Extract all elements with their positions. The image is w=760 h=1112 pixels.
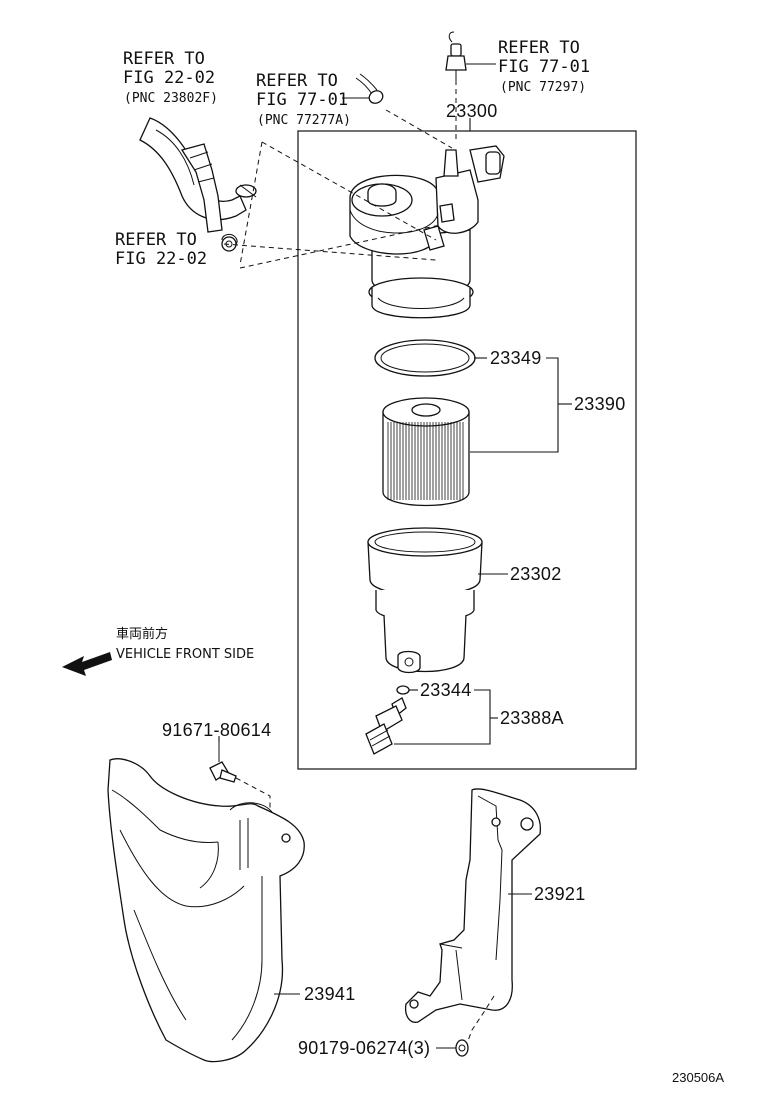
- o-ring-drawing: [374, 339, 476, 377]
- drain-plug-drawing: [365, 697, 407, 755]
- routing-dashed-lines: [223, 80, 457, 269]
- reference-line1: REFER TO: [115, 230, 197, 250]
- vehicle-front-direction: 車両前方 VEHICLE FRONT SIDE: [62, 626, 254, 676]
- part-label-23349: 23349: [490, 348, 542, 368]
- reference-line1: REFER TO: [256, 71, 338, 91]
- bracket-drawing: [404, 788, 542, 1047]
- reference-fig-77-01-pnc-77297: REFER TO FIG 77-01 (PNC 77297): [498, 38, 590, 95]
- direction-japanese: 車両前方: [116, 626, 168, 642]
- reference-pnc: (PNC 77277A): [257, 113, 351, 128]
- leader-lines: [218, 118, 572, 1049]
- front-arrow-icon: [62, 652, 112, 676]
- filter-element-drawing: [382, 397, 470, 507]
- reference-line1: REFER TO: [123, 49, 205, 69]
- connector-77297-drawing: [445, 31, 496, 80]
- protector-drawing: [107, 758, 305, 1063]
- bolt-drawing: [209, 742, 287, 837]
- filter-case-drawing: [367, 527, 483, 674]
- reference-line2: FIG 22-02: [115, 249, 207, 269]
- direction-english: VEHICLE FRONT SIDE: [116, 647, 254, 662]
- reference-line2: FIG 77-01: [498, 57, 590, 77]
- reference-fig-22-02: REFER TO FIG 22-02: [115, 230, 207, 269]
- part-label-91671-80614: 91671-80614: [162, 720, 271, 740]
- small-o-ring-drawing: [396, 685, 410, 695]
- reference-line2: FIG 22-02: [123, 68, 215, 88]
- filter-head-drawing: [349, 145, 505, 319]
- reference-fig-22-02-pnc-23802f: REFER TO FIG 22-02 (PNC 23802F): [123, 49, 218, 106]
- reference-line1: REFER TO: [498, 38, 580, 58]
- part-label-90179-06274: 90179-06274(3): [298, 1038, 430, 1058]
- part-label-23302: 23302: [510, 564, 562, 584]
- figure-id: 230506A: [672, 1070, 724, 1085]
- part-label-23941: 23941: [304, 984, 356, 1004]
- part-label-23390: 23390: [574, 394, 626, 414]
- reference-pnc: (PNC 77297): [500, 80, 586, 95]
- part-label-23300: 23300: [446, 101, 498, 121]
- reference-line2: FIG 77-01: [256, 90, 348, 110]
- reference-pnc: (PNC 23802F): [124, 91, 218, 106]
- part-label-23921: 23921: [534, 884, 586, 904]
- filter-assembly-frame: [297, 130, 637, 770]
- part-label-23388a: 23388A: [500, 708, 564, 728]
- bracket-bolt-drawing: [455, 1039, 469, 1057]
- part-label-23344: 23344: [420, 680, 472, 700]
- reference-fig-77-01-pnc-77277a: REFER TO FIG 77-01 (PNC 77277A): [256, 71, 351, 128]
- connector-77277a-drawing: [342, 73, 384, 104]
